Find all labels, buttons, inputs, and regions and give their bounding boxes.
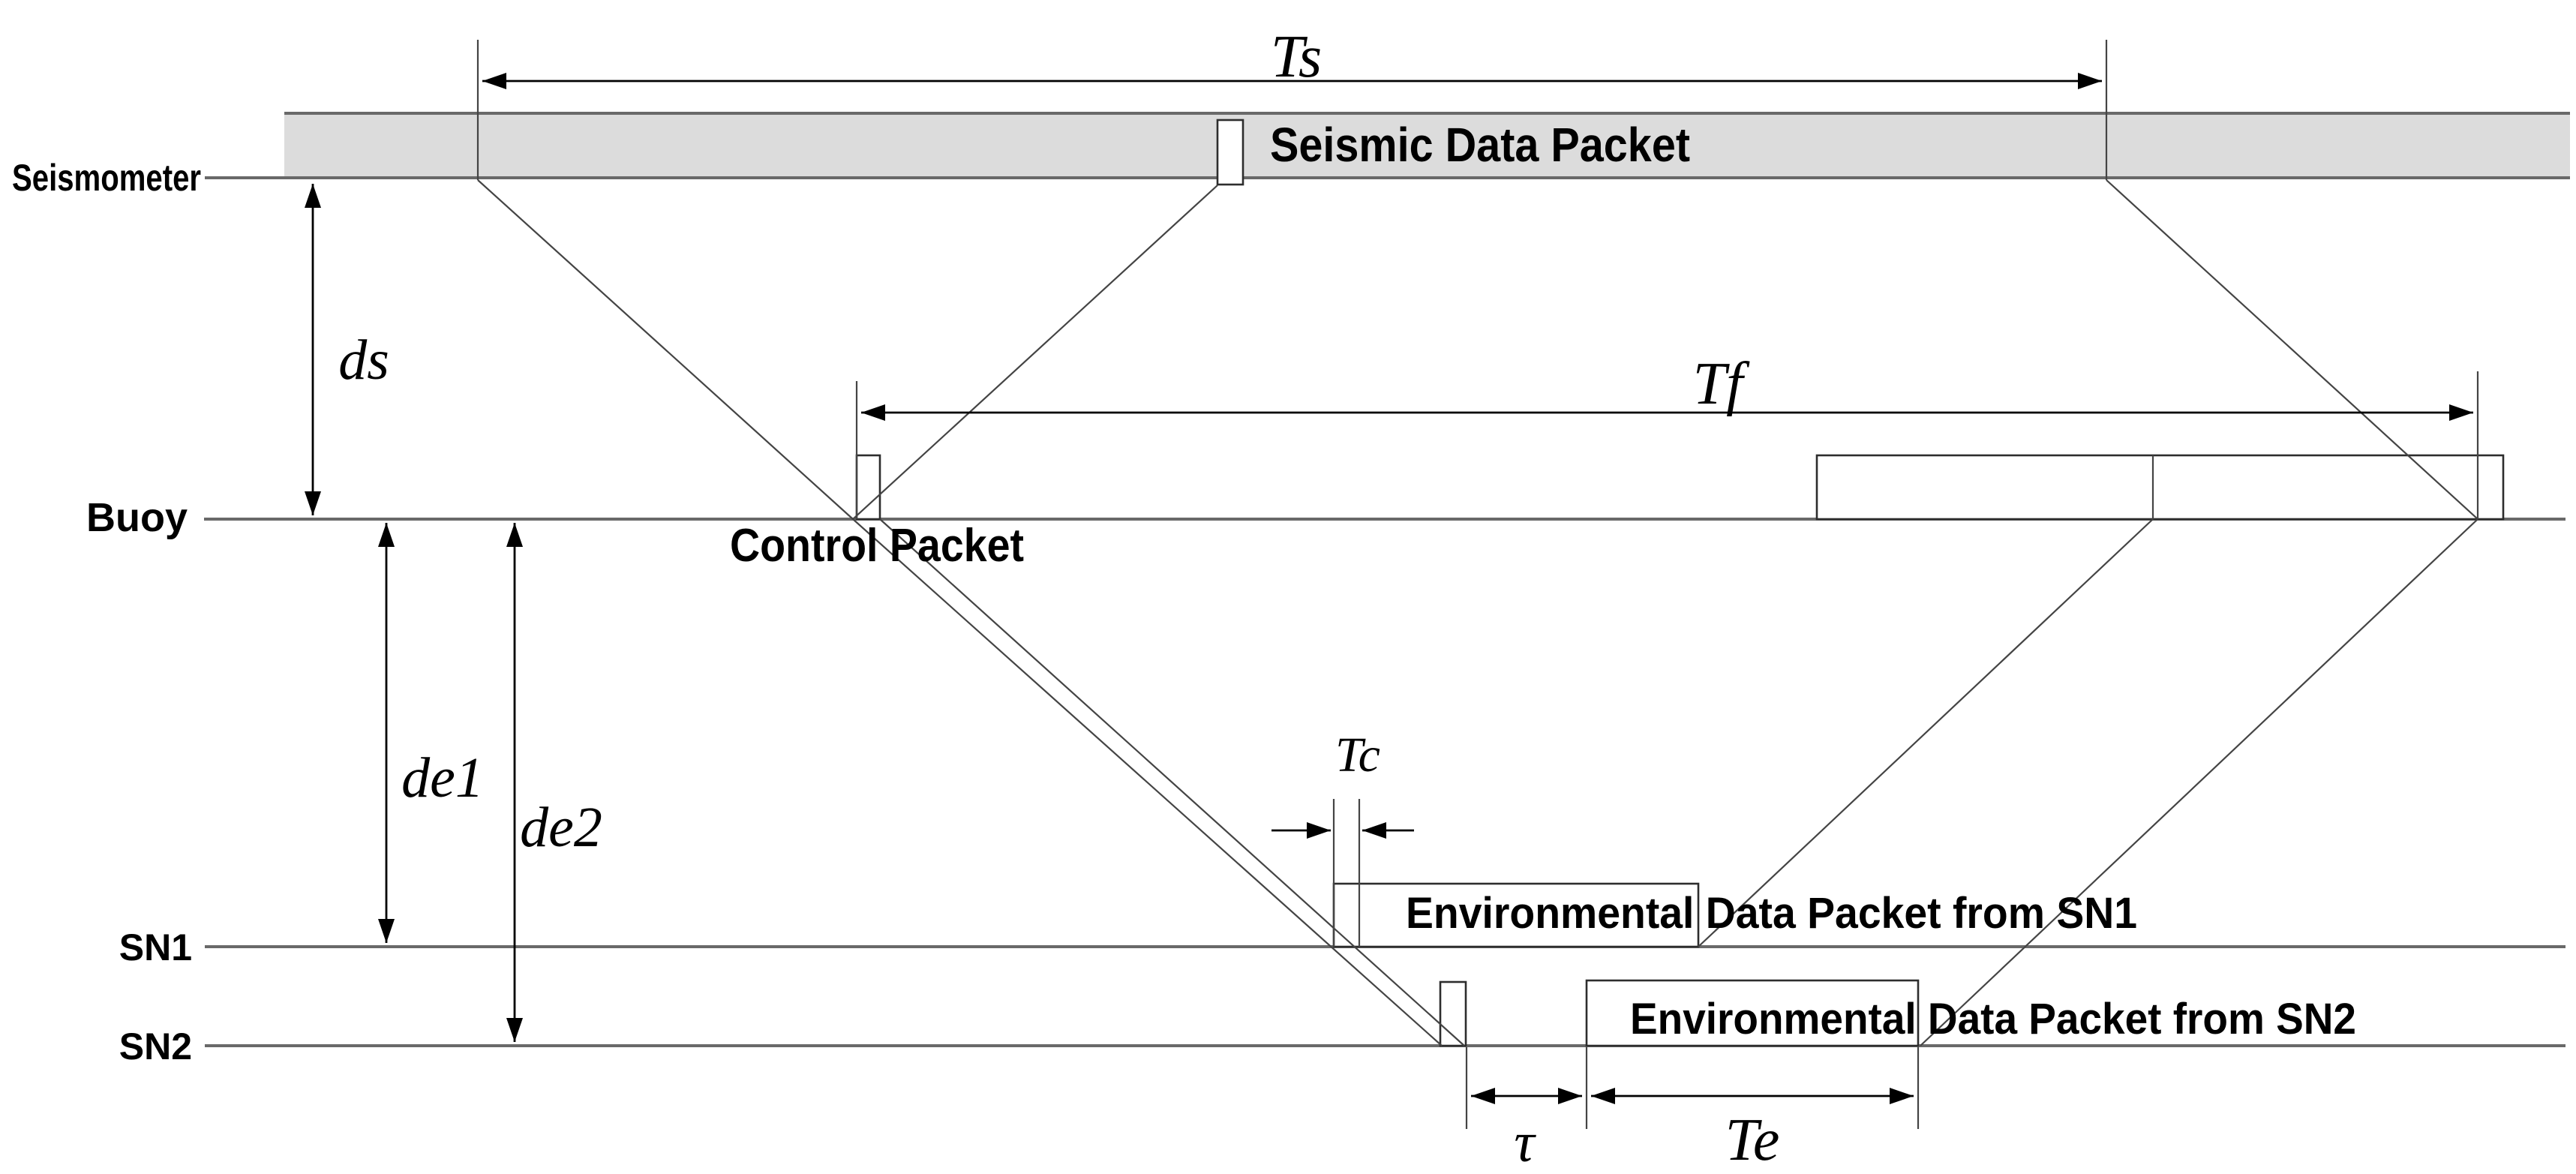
ts-label: Ts: [1271, 24, 1322, 90]
seismic-data-packet-label: Seismic Data Packet: [1270, 118, 1690, 172]
timeline-label-seismometer: Seismometer: [12, 157, 201, 199]
env-packet-sn2-label: Environmental Data Packet from SN2: [1630, 995, 2356, 1043]
de1-label: de1: [401, 746, 484, 809]
tc-label: Tc: [1335, 728, 1380, 782]
de2-label: de2: [520, 796, 602, 859]
seismic-data-band: [284, 114, 2570, 176]
te-label: Te: [1725, 1107, 1780, 1173]
propagation-seismic-start-to-buoy: [477, 179, 854, 520]
seismic-sample-rect: [1216, 119, 1244, 186]
ds-label: ds: [338, 329, 389, 392]
control-packet-at-sn2-rect: [1439, 980, 1467, 1047]
tau-label: τ: [1514, 1111, 1536, 1174]
buoy-relay-packets-rect: [1815, 454, 2505, 521]
timeline-label-buoy: Buoy: [86, 495, 188, 540]
control-packet-label: Control Packet: [730, 520, 1024, 572]
control-packet-rect: [855, 454, 881, 521]
propagation-env-sn2-to-buoy: [1920, 518, 2478, 1046]
propagation-control-trailing-edge: [879, 518, 1465, 1046]
propagation-env-sn1-to-buoy: [1698, 518, 2154, 947]
timeline-label-sn1: SN1: [119, 926, 192, 968]
tf-label: Tf: [1693, 351, 1750, 417]
env-packet-sn1-rect: [1332, 882, 1700, 948]
env-packet-sn2-rect: [1585, 979, 1920, 1047]
propagation-seismic-end-to-buoy: [2106, 179, 2478, 520]
env-packet-sn1-label: Environmental Data Packet from SN1: [1406, 889, 2137, 938]
propagation-control-leading-edge: [852, 518, 1443, 1046]
propagation-seismic-sample-to-buoy: [852, 185, 1218, 520]
timeline-label-sn2: SN2: [119, 1025, 192, 1067]
